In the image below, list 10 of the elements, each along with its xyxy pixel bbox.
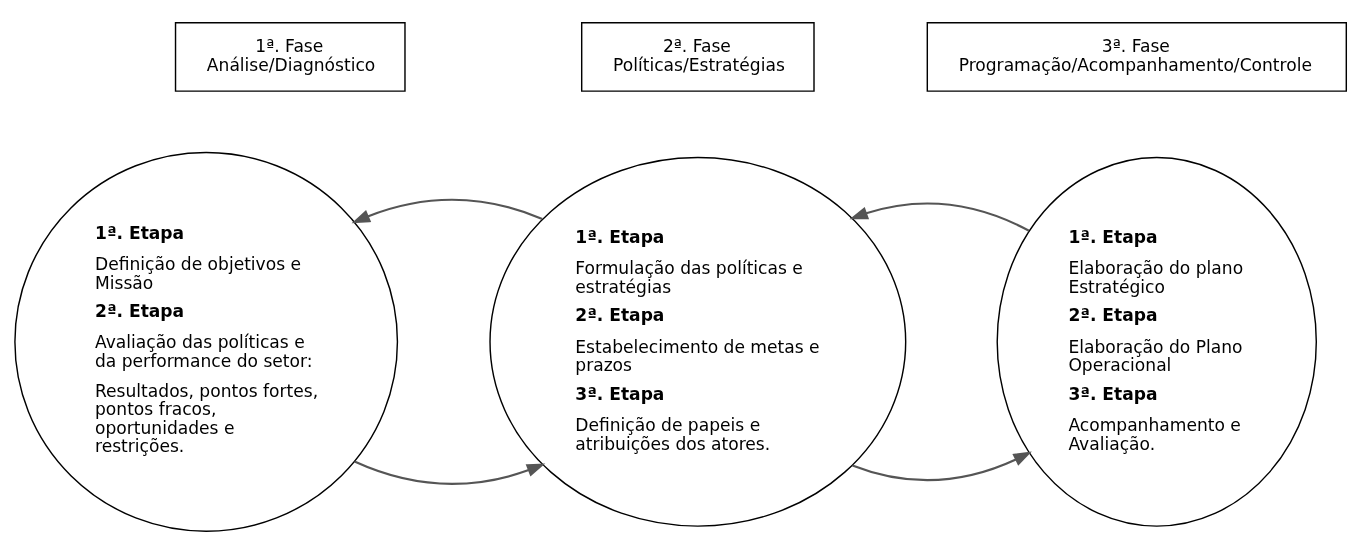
node-box: 2ª. Fase Políticas/Estratégias bbox=[581, 22, 815, 92]
arrow bbox=[849, 202, 1030, 232]
arrow bbox=[852, 451, 1032, 482]
arrow bbox=[354, 460, 546, 485]
node-box: 1ª. Fase Análise/Diagnóstico bbox=[174, 22, 406, 92]
arrow bbox=[351, 198, 543, 224]
node-ellipse: 1ª. Etapa Elaboração do plano Estratégico 2ª. Etapa Elaboração do Plano Operacional 3ª. Etapa Acompanhamento e Avaliação. bbox=[996, 156, 1317, 527]
node-ellipse: 1ª. Etapa Formulação das políticas e estratégias 2ª. Etapa Estabelecimento de metas e prazos 3ª. Etapa Definição de papeis e atribuições dos atores. bbox=[489, 156, 907, 527]
node-box: 3ª. Fase Programação/Acompanhamento/Controle bbox=[926, 22, 1347, 92]
node-circle: 1ª. Etapa Definição de objetivos e Missão 2ª. Etapa Avaliação das políticas e da performance do setor: Resultados, pontos fortes, pontos fracos, oportunidades e restrições. bbox=[14, 151, 399, 532]
